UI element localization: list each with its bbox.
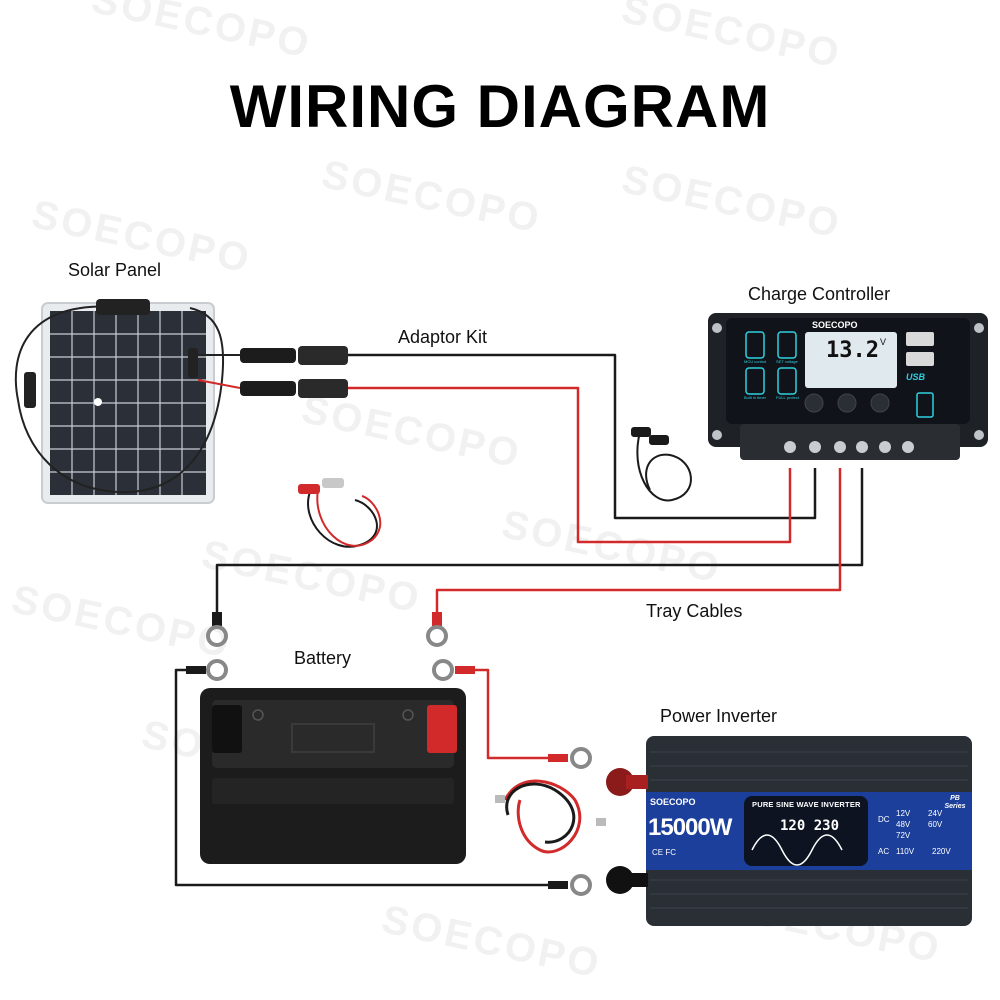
ring-terminals: [186, 612, 592, 896]
controller-button: [837, 393, 857, 413]
charge-controller: [708, 313, 988, 460]
controller-terminal: [879, 441, 891, 453]
controller-terminal: [784, 441, 796, 453]
power-inverter: [606, 736, 972, 926]
inverter-power-rating: 15000W: [648, 814, 732, 841]
controller-button: [804, 393, 824, 413]
inverter-dc-option: 72V: [896, 831, 911, 840]
inverter-series: PB Series: [944, 795, 966, 810]
ring-terminal-icon: [206, 612, 228, 647]
controller-terminal: [902, 441, 914, 453]
power-inverter-label: Power Inverter: [660, 706, 778, 726]
inverter-ac-option: 110V: [896, 847, 915, 856]
ring-terminal-icon: [432, 659, 475, 681]
inverter-dc-option: 60V: [928, 820, 943, 829]
inverter-dc-label: DC: [878, 815, 890, 824]
battery-positive-terminal: [427, 705, 457, 753]
inverter-screen-title: PURE SINE WAVE INVERTER: [752, 800, 861, 809]
solar-panel: [14, 299, 348, 504]
usb-port-icon: [906, 352, 934, 366]
adaptor-negative-wire: [345, 353, 817, 520]
adaptor-positive-wire: [345, 386, 792, 544]
controller-brand: SOECOPO: [812, 320, 858, 330]
battery: [200, 688, 466, 864]
battery-negative-terminal: [212, 705, 242, 753]
adaptor-kit-label: Adaptor Kit: [398, 327, 488, 347]
inverter-cert: CE FC: [652, 848, 676, 857]
controller-lcd: [805, 332, 897, 388]
tray-negative-wire: [215, 468, 864, 612]
mc4-connector-positive: [197, 379, 348, 398]
inverter-dc-option: 48V: [896, 820, 911, 829]
charge-controller-label: Charge Controller: [748, 284, 891, 304]
tray-positive-wire: [435, 468, 842, 612]
ring-terminal-icon: [426, 612, 448, 647]
sine-wave-icon: [751, 834, 843, 866]
inverter-brand: SOECOPO: [650, 797, 696, 807]
controller-set-label: SET voltage: [776, 359, 798, 364]
inverter-screen: [744, 796, 868, 866]
ring-terminal-icon: [186, 659, 228, 681]
battery-label: Battery: [294, 648, 352, 668]
mc4-connector-negative: [198, 346, 348, 365]
controller-button: [870, 393, 890, 413]
controller-timer-label: Built in timer: [744, 395, 767, 400]
inverter-dc-option: 12V: [896, 809, 911, 818]
controller-terminal: [856, 441, 868, 453]
mc4-extension-cable: [631, 427, 692, 502]
page-title: WIRING DIAGRAM: [229, 73, 771, 140]
set-icon: [777, 331, 797, 359]
solar-panel-label: Solar Panel: [68, 260, 162, 280]
battery-charge-icon: [916, 392, 934, 418]
inverter-positive-wire: [472, 668, 560, 760]
solar-cell-grid: [50, 311, 206, 495]
usb-port-icon: [906, 332, 934, 346]
controller-voltage: 13.2: [826, 338, 879, 363]
mcu-icon: [745, 331, 765, 359]
inverter-ac-option: 220V: [932, 847, 951, 856]
controller-usb-label: USB: [906, 372, 926, 382]
inverter-ac-label: AC: [878, 847, 890, 856]
controller-mcu-label: MCU control: [744, 359, 767, 364]
minus-icon: [252, 709, 264, 721]
plus-icon: [402, 709, 414, 721]
controller-terminal: [809, 441, 821, 453]
panel-cable: [14, 305, 225, 494]
controller-terminal: [834, 441, 846, 453]
ring-terminal-icon: [548, 747, 592, 769]
lock-icon: [777, 367, 797, 395]
battery-inverter-cable: [495, 779, 606, 854]
tray-cables-label: Tray Cables: [646, 601, 743, 621]
ring-terminal-icon: [548, 874, 592, 896]
inverter-dc-option: 24V: [928, 809, 943, 818]
alligator-clip-cable: [298, 478, 382, 548]
timer-icon: [745, 367, 765, 395]
controller-full-label: FULL protect: [776, 395, 799, 400]
inverter-readout: 120 230: [780, 818, 840, 834]
controller-voltage-unit: V: [880, 337, 887, 347]
